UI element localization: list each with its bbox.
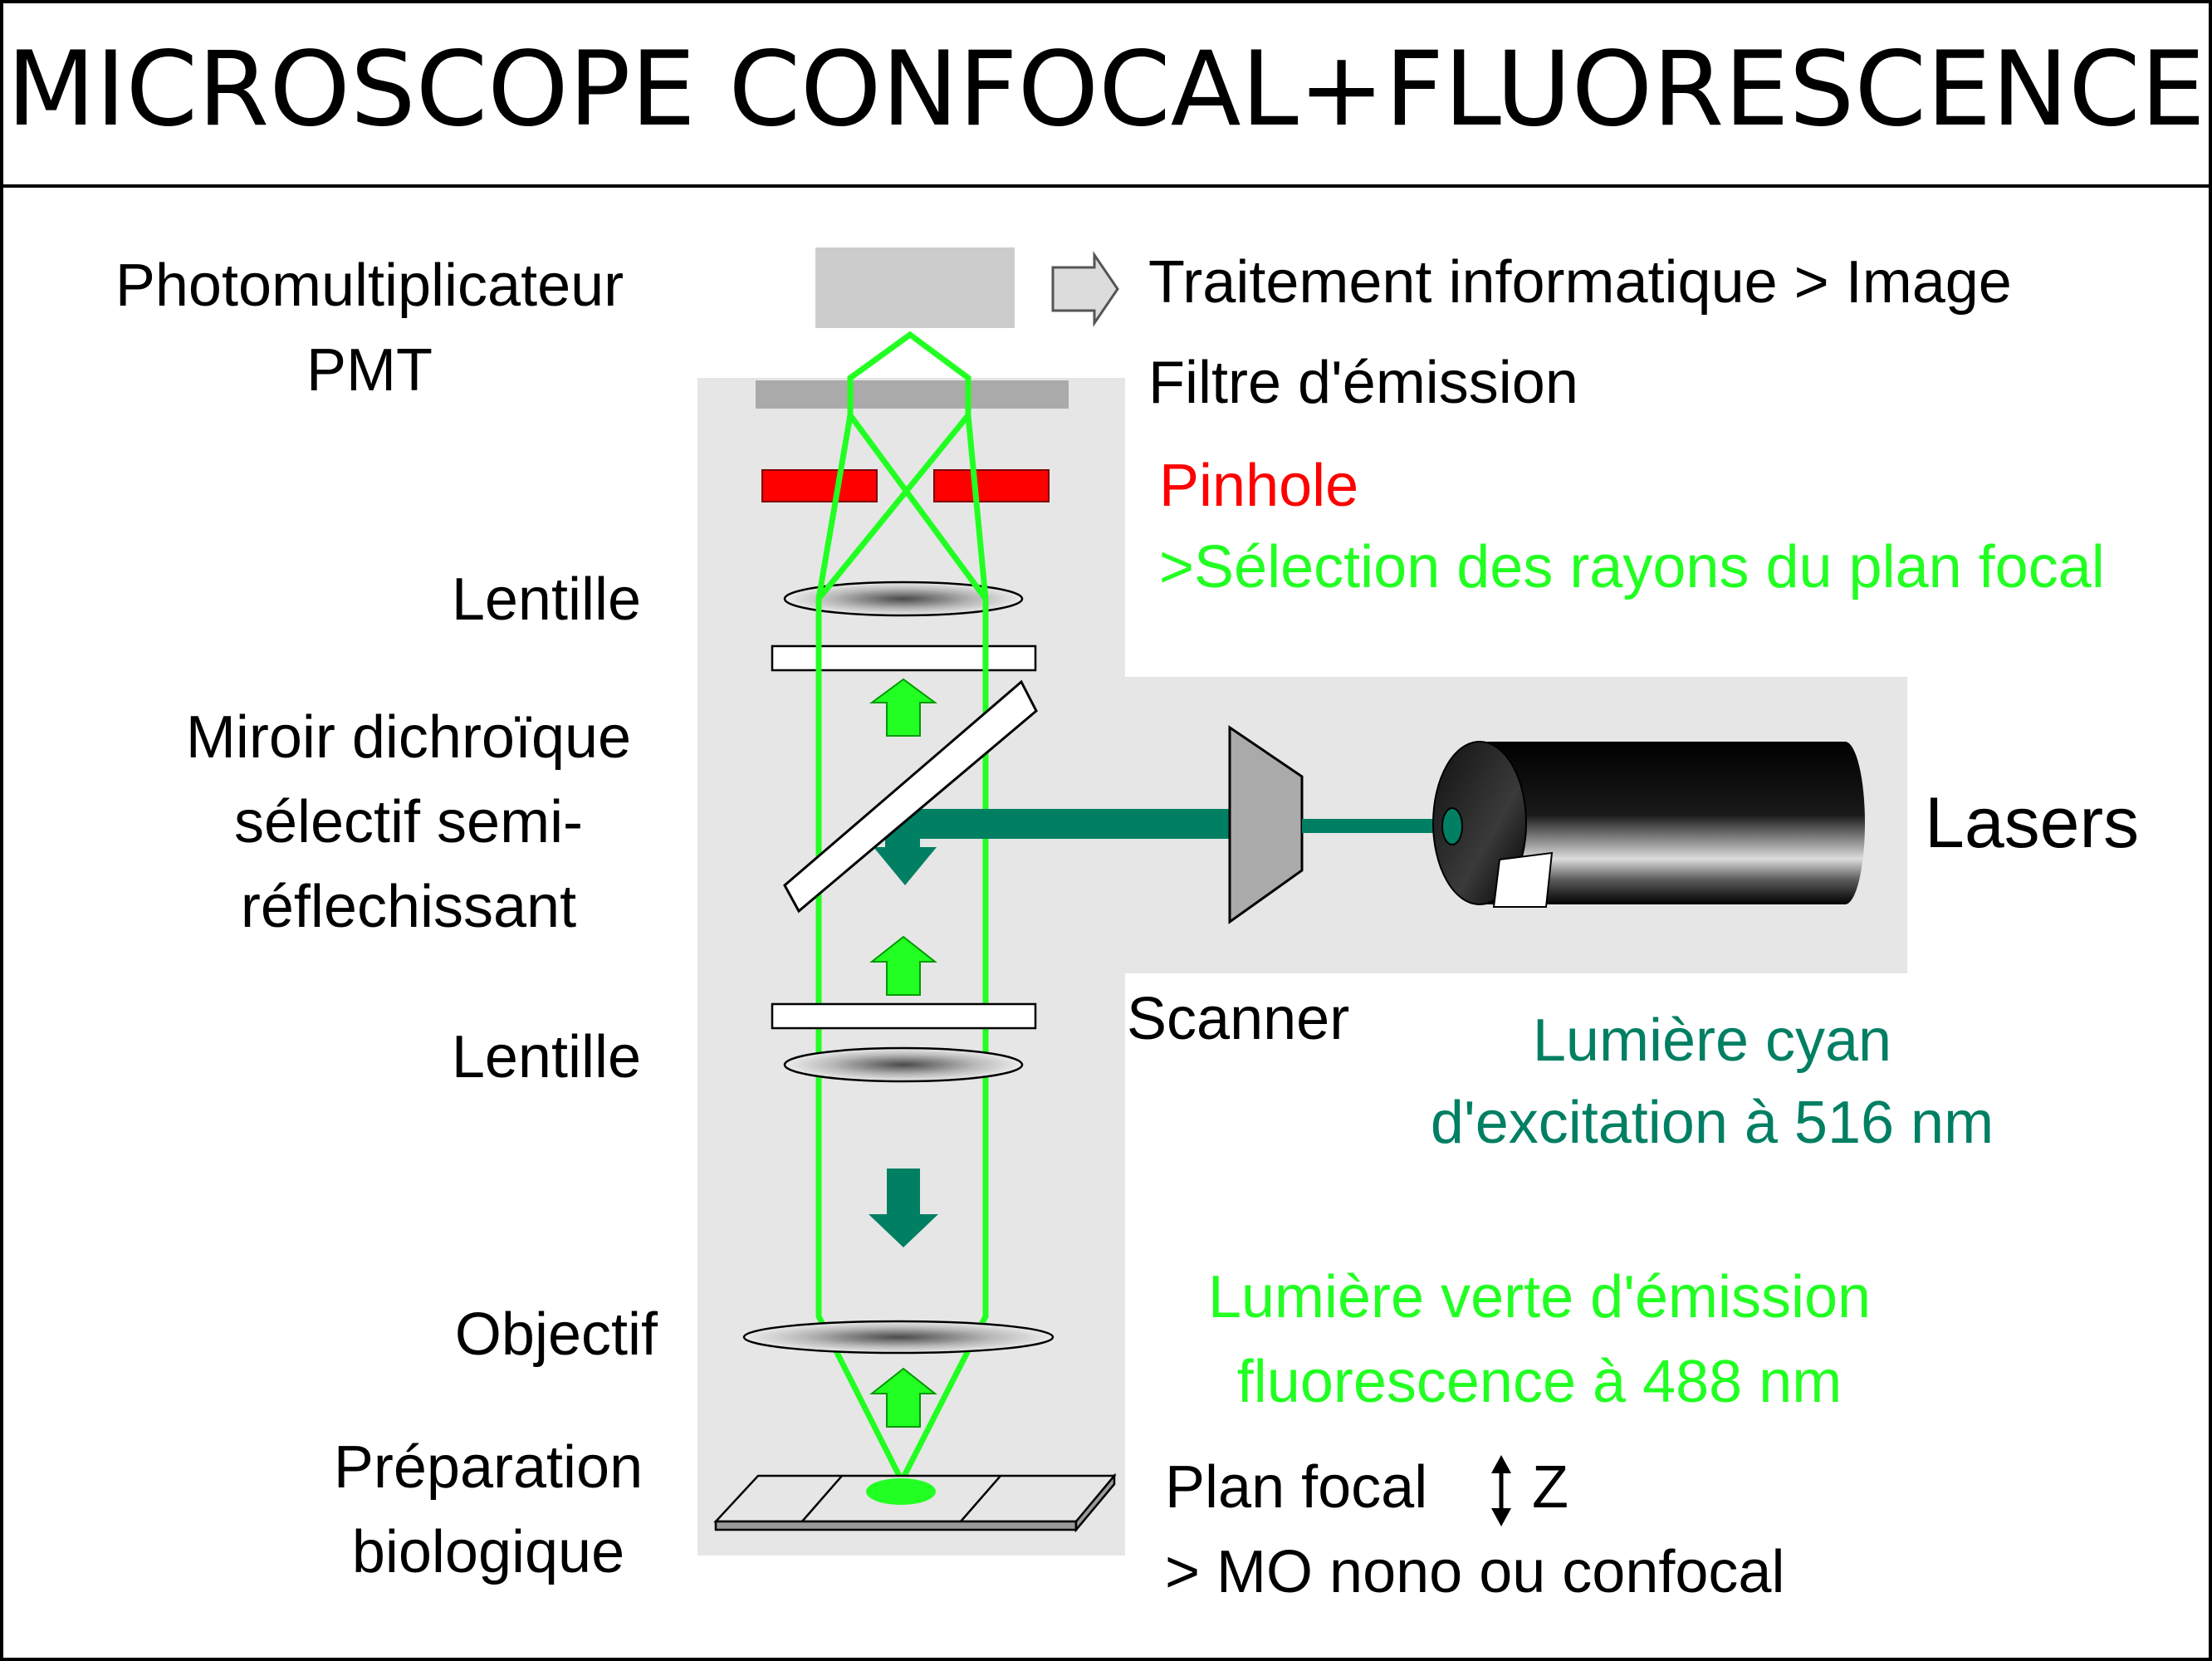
pmt-label-line1: Photomultiplicateur <box>115 252 624 319</box>
preparation-label-line2: biologique <box>352 1519 624 1585</box>
emission-beam-cross-b <box>816 413 971 601</box>
slide-divider <box>801 1475 843 1522</box>
preparation-label-line1: Préparation <box>334 1434 643 1501</box>
laser-label-sticker <box>1492 851 1554 908</box>
emission-filter <box>756 380 1069 409</box>
fluorescent-sample <box>866 1478 936 1505</box>
bottom-lens-label: Lentille <box>452 1024 641 1090</box>
page-title: MICROSCOPE CONFOCAL+FLUORESCENCE <box>7 30 2205 149</box>
mirror-label-line2: sélectif semi- <box>234 789 583 855</box>
bottom-lens <box>783 1046 1024 1083</box>
emission-beam-cross-a <box>848 413 988 601</box>
emission-up-arrow-icon <box>869 1367 937 1428</box>
top-lens <box>783 581 1024 617</box>
excitation-label-line1: Lumière cyan <box>1533 1007 1891 1074</box>
pinhole-right-plate <box>933 469 1050 502</box>
emission-filter-label: Filtre d'émission <box>1148 350 1578 416</box>
z-double-arrow-icon <box>1491 1455 1511 1526</box>
lasers-label: Lasers <box>1925 783 2139 863</box>
pinhole-left-plate <box>761 469 878 502</box>
excitation-label-line2: d'excitation à 516 nm <box>1431 1090 1994 1156</box>
top-plate <box>771 644 1037 672</box>
dichroic-mirror <box>783 679 1038 914</box>
laser-aperture <box>1441 807 1463 845</box>
laser-body <box>1480 742 1865 904</box>
pmt-label-line2: PMT <box>306 337 433 404</box>
pinhole-label: Pinhole <box>1159 453 1358 519</box>
scanner-mirror <box>1228 725 1304 924</box>
excitation-down-arrow-icon <box>869 1169 938 1247</box>
top-lens-label: Lentille <box>452 566 641 633</box>
mirror-label-line3: réflechissant <box>241 874 576 940</box>
focal-plane-label: Plan focal <box>1165 1454 1427 1521</box>
slide-divider <box>960 1475 1001 1522</box>
pmt-detector <box>815 247 1015 328</box>
emission-up-arrow-icon <box>869 678 938 737</box>
z-axis-label: Z <box>1532 1454 1568 1521</box>
objective-label: Objectif <box>455 1301 658 1368</box>
excitation-beam-horizontal <box>885 809 1232 839</box>
processing-label: Traitement informatique > Image <box>1148 249 2012 316</box>
microscope-type-label: > MO nono ou confocal <box>1165 1539 1784 1605</box>
slide-front-edge <box>714 1520 1078 1531</box>
mirror-label-line1: Miroir dichroïque <box>186 704 631 771</box>
scanner-label: Scanner <box>1127 986 1349 1052</box>
output-arrow-icon <box>1051 251 1119 327</box>
objective-lens <box>742 1320 1055 1355</box>
emission-label-line1: Lumière verte d'émission <box>1208 1264 1871 1330</box>
emission-up-arrow-icon <box>869 935 937 996</box>
focal-selection-label: >Sélection des rayons du plan focal <box>1159 534 2105 600</box>
emission-label-line2: fluorescence à 488 nm <box>1237 1349 1842 1415</box>
slide-side-edge <box>1074 1472 1116 1533</box>
laser-beam <box>1302 819 1453 833</box>
bottom-plate <box>771 1002 1037 1030</box>
